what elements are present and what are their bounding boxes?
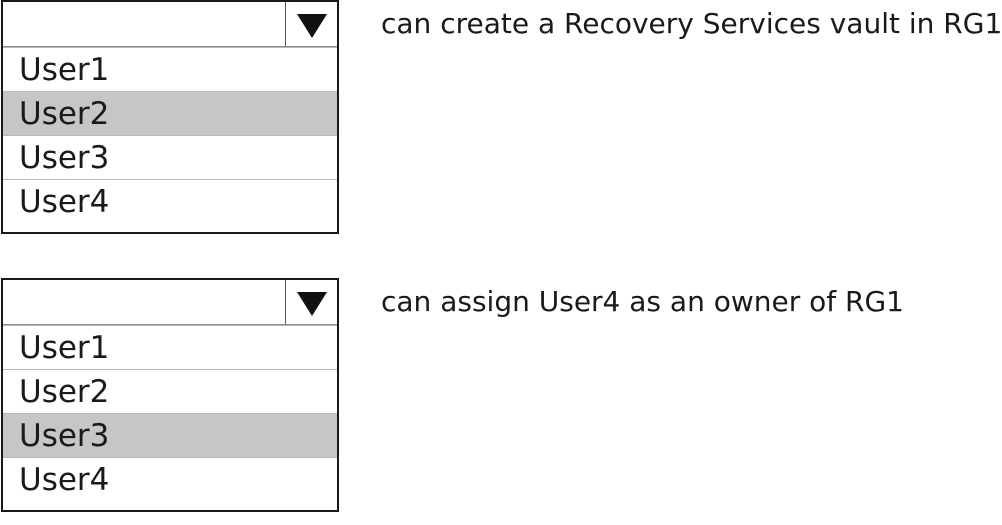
dropdown-selected-value[interactable] [3,2,337,47]
dropdown-option-user2[interactable]: User2 [3,91,337,135]
user-dropdown-2[interactable]: User1 User2 User3 User4 [1,278,339,512]
dropdown-option-user4[interactable]: User4 [3,179,337,232]
statement-text: can create a Recovery Services vault in … [381,7,1002,40]
dropdown-toggle-button[interactable] [285,280,337,324]
triangle-down-icon [297,14,327,38]
dropdown-option-user4[interactable]: User4 [3,457,337,510]
dropdown-toggle-button[interactable] [285,2,337,46]
dropdown-option-user3[interactable]: User3 [3,135,337,179]
dropdown-option-user1[interactable]: User1 [3,325,337,369]
dropdown-option-user1[interactable]: User1 [3,47,337,91]
user-dropdown-1[interactable]: User1 User2 User3 User4 [1,0,339,234]
triangle-down-icon [297,292,327,316]
dropdown-selected-value[interactable] [3,280,337,325]
dropdown-option-user3[interactable]: User3 [3,413,337,457]
dropdown-option-user2[interactable]: User2 [3,369,337,413]
statement-text: can assign User4 as an owner of RG1 [381,285,904,318]
